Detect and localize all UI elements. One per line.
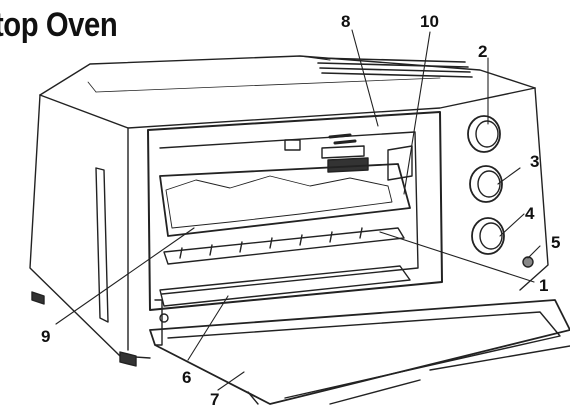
callout-5: 5 [551,233,560,252]
callout-1: 1 [539,276,548,295]
callout-8: 8 [341,12,350,31]
power-light [522,256,534,268]
callout-9: 9 [41,327,50,346]
oven-cavity [147,111,443,311]
diagram-title: top Oven [0,6,118,44]
baking-pan [159,163,411,237]
callout-4: 4 [525,204,535,223]
callout-7: 7 [210,390,219,409]
top-vent [317,57,473,78]
leader-lines [55,29,541,391]
callout-10: 10 [420,12,439,31]
callout-6: 6 [182,368,191,387]
callout-3: 3 [530,152,539,171]
callouts: 1 2 3 4 5 6 7 8 9 10 [41,12,560,409]
wire-rack [163,227,405,265]
control-knobs [467,115,534,268]
oven-body [29,55,549,367]
callout-2: 2 [478,42,487,61]
oven-door [149,299,570,405]
